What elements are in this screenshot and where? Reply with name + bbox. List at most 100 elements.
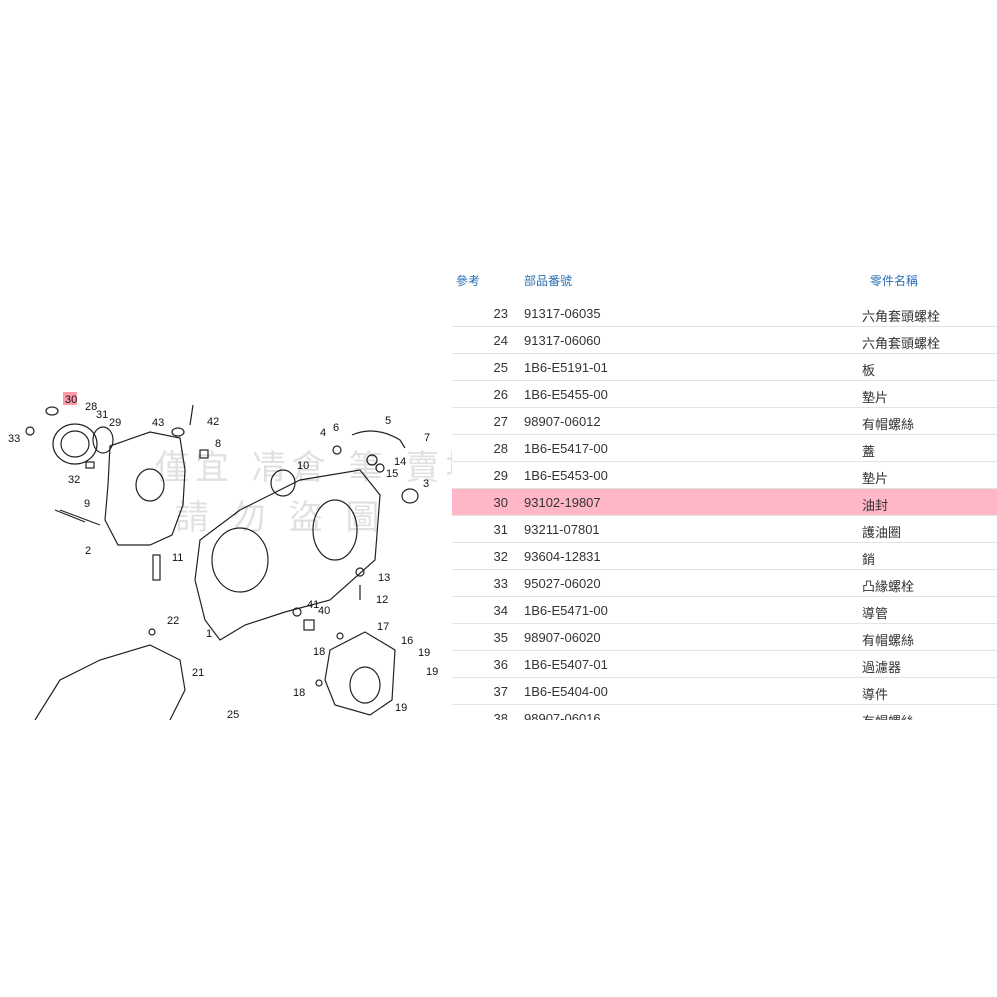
row-part-number: 93604-12831	[524, 549, 601, 564]
row-part-name: 有帽螺絲	[862, 633, 915, 648]
callout-40: 40	[318, 605, 330, 617]
callout-12: 12	[376, 594, 388, 606]
row-part-name: 過濾器	[862, 660, 902, 675]
row-part-name: 凸緣螺栓	[862, 579, 915, 594]
table-row[interactable]: 25 1B6-E5191-01 板	[452, 354, 997, 381]
left-crankcase	[104, 431, 186, 546]
row-part-number: 1B6-E5453-00	[524, 468, 608, 483]
row-ref: 38	[493, 711, 508, 720]
table-row[interactable]: 37 1B6-E5404-00 導件	[452, 678, 997, 705]
row-part-number: 91317-06035	[524, 306, 601, 321]
callout-18a: 18	[313, 646, 325, 658]
oil-seal-part	[45, 406, 59, 416]
header-ref: 參考	[456, 274, 481, 288]
callout-15: 15	[386, 468, 398, 480]
row-part-number: 98907-06012	[524, 414, 601, 429]
row-part-name: 油封	[862, 498, 889, 513]
table-row[interactable]: 27 98907-06012 有帽螺絲	[452, 408, 997, 435]
seal-10-part	[270, 469, 296, 497]
left-crankcase-bearing	[135, 468, 165, 502]
gasket-part	[60, 430, 90, 458]
callout-9: 9	[84, 498, 90, 510]
main-crankcase	[194, 469, 381, 641]
table-row[interactable]: 38 98907-06016 有帽螺絲	[452, 705, 997, 720]
row-part-number: 1B6-E5191-01	[524, 360, 608, 375]
row-ref: 37	[493, 684, 508, 699]
cover-part	[52, 423, 98, 465]
callout-7: 7	[424, 432, 430, 444]
parts-exploded-diagram: 30 28 31 29 33 32 43 42 8 9 2 11 10 4 6 …	[0, 380, 450, 720]
diagram-svg: 30 28 31 29 33 32 43 42 8 9 2 11 10 4 6 …	[8, 392, 438, 720]
callout-14: 14	[394, 456, 406, 468]
row-part-number: 1B6-E5417-00	[524, 441, 608, 456]
callout-31: 31	[96, 409, 108, 421]
table-row[interactable]: 23 91317-06035 六角套頭螺栓	[452, 300, 997, 327]
callout-1: 1	[206, 628, 212, 640]
row-part-name: 六角套頭螺栓	[862, 309, 941, 324]
callout-16: 16	[401, 635, 413, 647]
callout-19b: 19	[426, 666, 438, 678]
callout-19c: 19	[395, 702, 407, 714]
table-row[interactable]: 29 1B6-E5453-00 墊片	[452, 462, 997, 489]
row-ref: 28	[493, 441, 508, 456]
row-ref: 27	[493, 414, 508, 429]
callout-19a: 19	[418, 647, 430, 659]
row-part-name: 墊片	[862, 390, 889, 405]
row-ref: 34	[493, 603, 508, 618]
callout-29: 29	[109, 417, 121, 429]
seal-3-part	[401, 488, 419, 504]
callout-4: 4	[320, 427, 326, 439]
row-ref: 29	[493, 468, 508, 483]
row-part-name: 護油圈	[862, 525, 902, 540]
callout-10: 10	[297, 460, 309, 472]
row-ref: 31	[493, 522, 508, 537]
row-ref: 25	[493, 360, 508, 375]
callout-6: 6	[333, 422, 339, 434]
row-part-name: 導件	[862, 687, 889, 702]
row-part-number: 1B6-E5471-00	[524, 603, 608, 618]
row-ref: 23	[493, 306, 508, 321]
row-part-number: 1B6-E5404-00	[524, 684, 608, 699]
callout-13: 13	[378, 572, 390, 584]
row-part-number: 95027-06020	[524, 576, 601, 591]
gasket-ring-part	[92, 426, 114, 454]
row-ref: 36	[493, 657, 508, 672]
row-ref: 32	[493, 549, 508, 564]
callout-43: 43	[152, 417, 164, 429]
pump-cover	[324, 631, 396, 716]
callout-25: 25	[227, 709, 239, 720]
crankcase-cavity-2	[312, 499, 358, 561]
table-row[interactable]: 28 1B6-E5417-00 蓋	[452, 435, 997, 462]
row-part-name: 蓋	[862, 444, 876, 459]
callout-42: 42	[207, 416, 219, 428]
callout-5: 5	[385, 415, 391, 427]
callout-highlight-30	[63, 392, 77, 405]
callout-28: 28	[85, 401, 97, 413]
row-part-name: 有帽螺絲	[862, 417, 915, 432]
callout-3: 3	[423, 478, 429, 490]
row-part-name: 板	[862, 363, 876, 378]
callout-2: 2	[85, 545, 91, 557]
callout-18b: 18	[293, 687, 305, 699]
row-part-number: 93102-19807	[524, 495, 601, 510]
row-part-number: 98907-06016	[524, 711, 601, 720]
bolt-part	[25, 426, 35, 436]
row-part-name: 有帽螺絲	[862, 711, 914, 720]
callout-33: 33	[8, 433, 20, 445]
pin-part	[85, 461, 95, 469]
dowel-pin-part	[152, 554, 161, 581]
row-part-name: 墊片	[862, 471, 889, 486]
table-header: 參考 部品番號 零件名稱	[452, 270, 997, 301]
crankcase-cavity	[211, 527, 269, 593]
